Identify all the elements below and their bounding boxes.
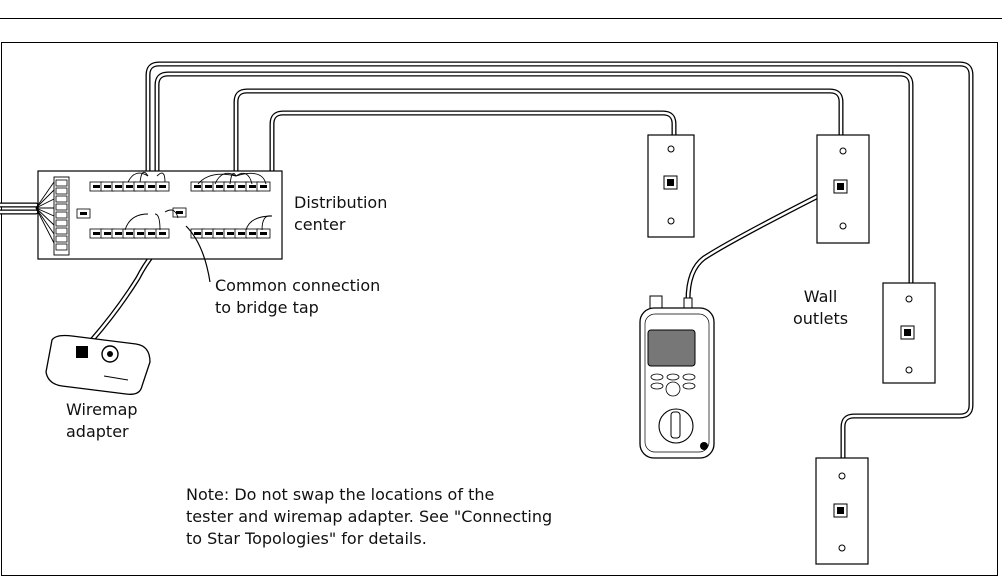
cable-bundle <box>0 61 974 461</box>
wall-outlet-3 <box>882 282 936 384</box>
page-header-rule <box>0 18 1002 19</box>
note-text: Note: Do not swap the locations of the t… <box>186 485 553 548</box>
wall-outlet-4 <box>815 457 869 565</box>
wall-outlets-label: Wall outlets <box>793 287 849 328</box>
wall-outlet-2 <box>816 134 870 244</box>
figure-frame <box>1 42 998 576</box>
wiremap-adapter-device <box>45 334 151 395</box>
distribution-center-label: Distribution center <box>294 193 388 234</box>
common-connection-label: Common connection to bridge tap <box>215 276 381 317</box>
pointer-line <box>185 225 211 283</box>
tester-device <box>639 295 715 459</box>
distribution-panel <box>35 170 283 260</box>
wall-outlet-1 <box>647 134 695 238</box>
wiremap-adapter-label: Wiremap adapter <box>66 400 138 441</box>
